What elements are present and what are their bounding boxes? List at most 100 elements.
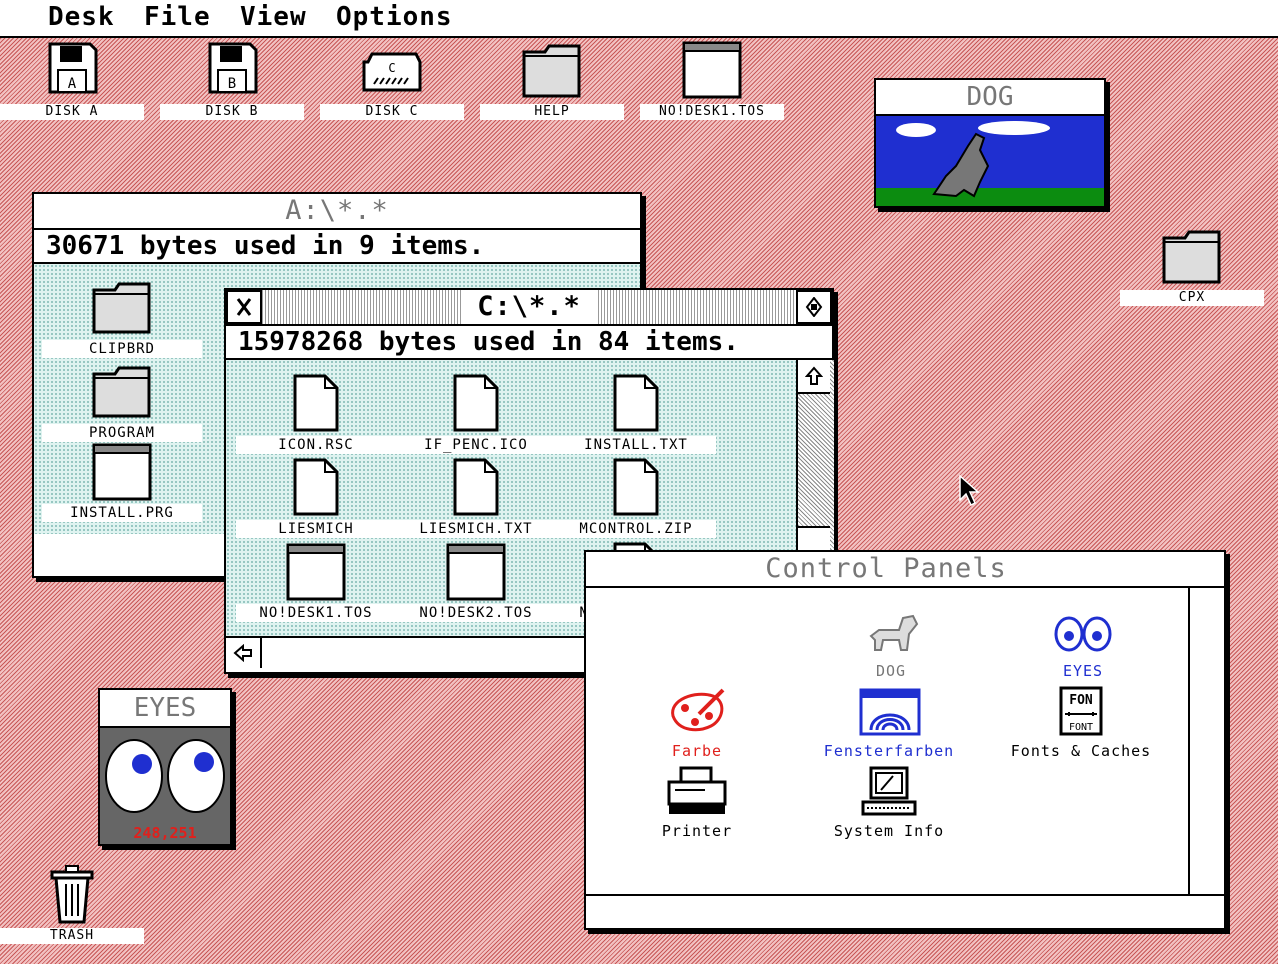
file-item[interactable]: NO!DESK1.TOS bbox=[236, 542, 396, 622]
palette-icon bbox=[671, 688, 725, 732]
program-window-icon bbox=[682, 41, 742, 99]
printer-icon bbox=[667, 766, 727, 814]
computer-icon bbox=[861, 766, 917, 816]
cpx-printer[interactable]: Printer bbox=[602, 766, 792, 846]
svg-text:FON: FON bbox=[1069, 693, 1093, 708]
window-a-title-bar[interactable]: A:\*.* bbox=[34, 194, 640, 230]
disk-c-label: DISK C bbox=[320, 104, 464, 120]
menu-options[interactable]: Options bbox=[336, 2, 453, 32]
help-label: HELP bbox=[480, 104, 624, 120]
mouse-pointer-icon bbox=[959, 474, 980, 507]
disk-c-icon[interactable]: C DISK C bbox=[320, 40, 464, 120]
disk-b-icon[interactable]: B DISK B bbox=[160, 40, 304, 120]
cpx-folder-icon[interactable]: CPX bbox=[1120, 226, 1264, 306]
fuller-button[interactable] bbox=[796, 290, 832, 324]
file-item[interactable]: IF_PENC.ICO bbox=[396, 374, 556, 454]
file-item[interactable]: LIESMICH.TXT bbox=[396, 458, 556, 538]
floppy-icon: B bbox=[208, 42, 258, 94]
folder-item[interactable]: CLIPBRD bbox=[42, 278, 202, 358]
nodesk1-tos-icon[interactable]: NO!DESK1.TOS bbox=[640, 40, 784, 120]
trash-icon[interactable]: TRASH bbox=[0, 864, 144, 944]
disk-a-icon[interactable]: A DISK A bbox=[0, 40, 144, 120]
file-item-label: NO!DESK1.TOS bbox=[236, 604, 396, 622]
file-item-label: ICON.RSC bbox=[236, 436, 396, 454]
close-icon bbox=[236, 298, 252, 316]
fuller-icon bbox=[805, 297, 823, 317]
control-panels-scrollbar[interactable] bbox=[1188, 588, 1224, 894]
folder-icon bbox=[92, 282, 151, 334]
file-item[interactable]: INSTALL.PRG bbox=[42, 442, 202, 522]
folder-item[interactable]: PROGRAM bbox=[42, 362, 202, 442]
window-c-title-bar[interactable]: C:\*.* bbox=[226, 290, 832, 326]
hard-drive-icon: C bbox=[362, 52, 422, 92]
file-item-label: IF_PENC.ICO bbox=[396, 436, 556, 454]
document-icon bbox=[293, 374, 339, 432]
dog-accessory-window[interactable]: DOG bbox=[874, 78, 1106, 208]
window-a-info-line: 30671 bytes used in 9 items. bbox=[34, 230, 640, 264]
document-icon bbox=[453, 374, 499, 432]
cpx-printer-label: Printer bbox=[661, 822, 733, 840]
cpx-farbe[interactable]: Farbe bbox=[602, 686, 792, 766]
folder-item-label: PROGRAM bbox=[42, 424, 202, 442]
file-item[interactable]: NO!DESK2.TOS bbox=[396, 542, 556, 622]
trash-can-icon bbox=[50, 865, 94, 924]
dog-animation-icon bbox=[876, 116, 1104, 206]
folder-icon bbox=[522, 44, 581, 98]
window-c-title: C:\*.* bbox=[461, 290, 597, 324]
menu-view[interactable]: View bbox=[240, 2, 307, 32]
menu-desk[interactable]: Desk bbox=[48, 2, 115, 32]
folder-icon bbox=[92, 366, 151, 418]
document-icon bbox=[293, 458, 339, 516]
document-icon bbox=[613, 374, 659, 432]
cpx-farbe-label: Farbe bbox=[671, 742, 723, 760]
dog-icon bbox=[869, 614, 919, 651]
control-panels-title-bar[interactable]: Control Panels bbox=[586, 552, 1224, 588]
eyes-icon bbox=[105, 739, 225, 813]
svg-text:C: C bbox=[388, 61, 395, 75]
eyes-accessory-window[interactable]: EYES 248,251 bbox=[98, 688, 232, 846]
cpx-eyes[interactable]: EYES bbox=[988, 606, 1178, 686]
file-item-label: INSTALL.TXT bbox=[556, 436, 716, 454]
scroll-up-button[interactable] bbox=[798, 360, 830, 394]
cpx-fonts-caches[interactable]: FON FONT Fonts & Caches bbox=[986, 686, 1176, 766]
file-item[interactable]: LIESMICH bbox=[236, 458, 396, 538]
cpx-dog-label: DOG bbox=[875, 662, 907, 680]
window-c-info-line: 15978268 bytes used in 84 items. bbox=[226, 326, 832, 360]
scroll-left-button[interactable] bbox=[226, 638, 262, 668]
cpx-fensterfarben[interactable]: Fensterfarben bbox=[794, 686, 984, 766]
cpx-system-info-label: System Info bbox=[833, 822, 945, 840]
help-folder-icon[interactable]: HELP bbox=[480, 40, 624, 120]
file-item-label: LIESMICH bbox=[236, 520, 396, 538]
file-item-label: LIESMICH.TXT bbox=[396, 520, 556, 538]
control-panels-title: Control Panels bbox=[765, 553, 1007, 584]
document-icon bbox=[613, 458, 659, 516]
program-window-icon bbox=[446, 543, 506, 601]
control-panels-hscrollbar[interactable] bbox=[586, 894, 1224, 928]
svg-text:FONT: FONT bbox=[1069, 722, 1093, 733]
file-item-label: MCONTROL.ZIP bbox=[556, 520, 716, 538]
menu-file[interactable]: File bbox=[144, 2, 211, 32]
file-item[interactable]: INSTALL.TXT bbox=[556, 374, 716, 454]
program-window-icon bbox=[92, 443, 152, 501]
window-a-title: A:\*.* bbox=[285, 195, 389, 226]
file-item[interactable]: MCONTROL.ZIP bbox=[556, 458, 716, 538]
file-item[interactable]: ICON.RSC bbox=[236, 374, 396, 454]
nodesk1-label: NO!DESK1.TOS bbox=[640, 104, 784, 120]
window-colors-icon bbox=[859, 688, 921, 736]
font-icon: FON FONT bbox=[1059, 686, 1103, 736]
disk-b-label: DISK B bbox=[160, 104, 304, 120]
eyes-icon bbox=[1054, 616, 1112, 652]
svg-text:B: B bbox=[228, 76, 236, 92]
cpx-dog[interactable]: DOG bbox=[796, 606, 986, 686]
close-button[interactable] bbox=[226, 290, 262, 324]
arrow-up-icon bbox=[805, 366, 823, 385]
cpx-fonts-label: Fonts & Caches bbox=[1010, 742, 1152, 760]
control-panels-window[interactable]: Control Panels DOG EYES Farbe Fensterfar… bbox=[584, 550, 1226, 930]
disk-a-label: DISK A bbox=[0, 104, 144, 120]
trash-label: TRASH bbox=[0, 928, 144, 944]
cpx-system-info[interactable]: System Info bbox=[794, 766, 984, 846]
file-item-label: NO!DESK2.TOS bbox=[396, 604, 556, 622]
cpx-fensterfarben-label: Fensterfarben bbox=[823, 742, 955, 760]
svg-text:A: A bbox=[68, 76, 77, 92]
folder-item-label: CLIPBRD bbox=[42, 340, 202, 358]
